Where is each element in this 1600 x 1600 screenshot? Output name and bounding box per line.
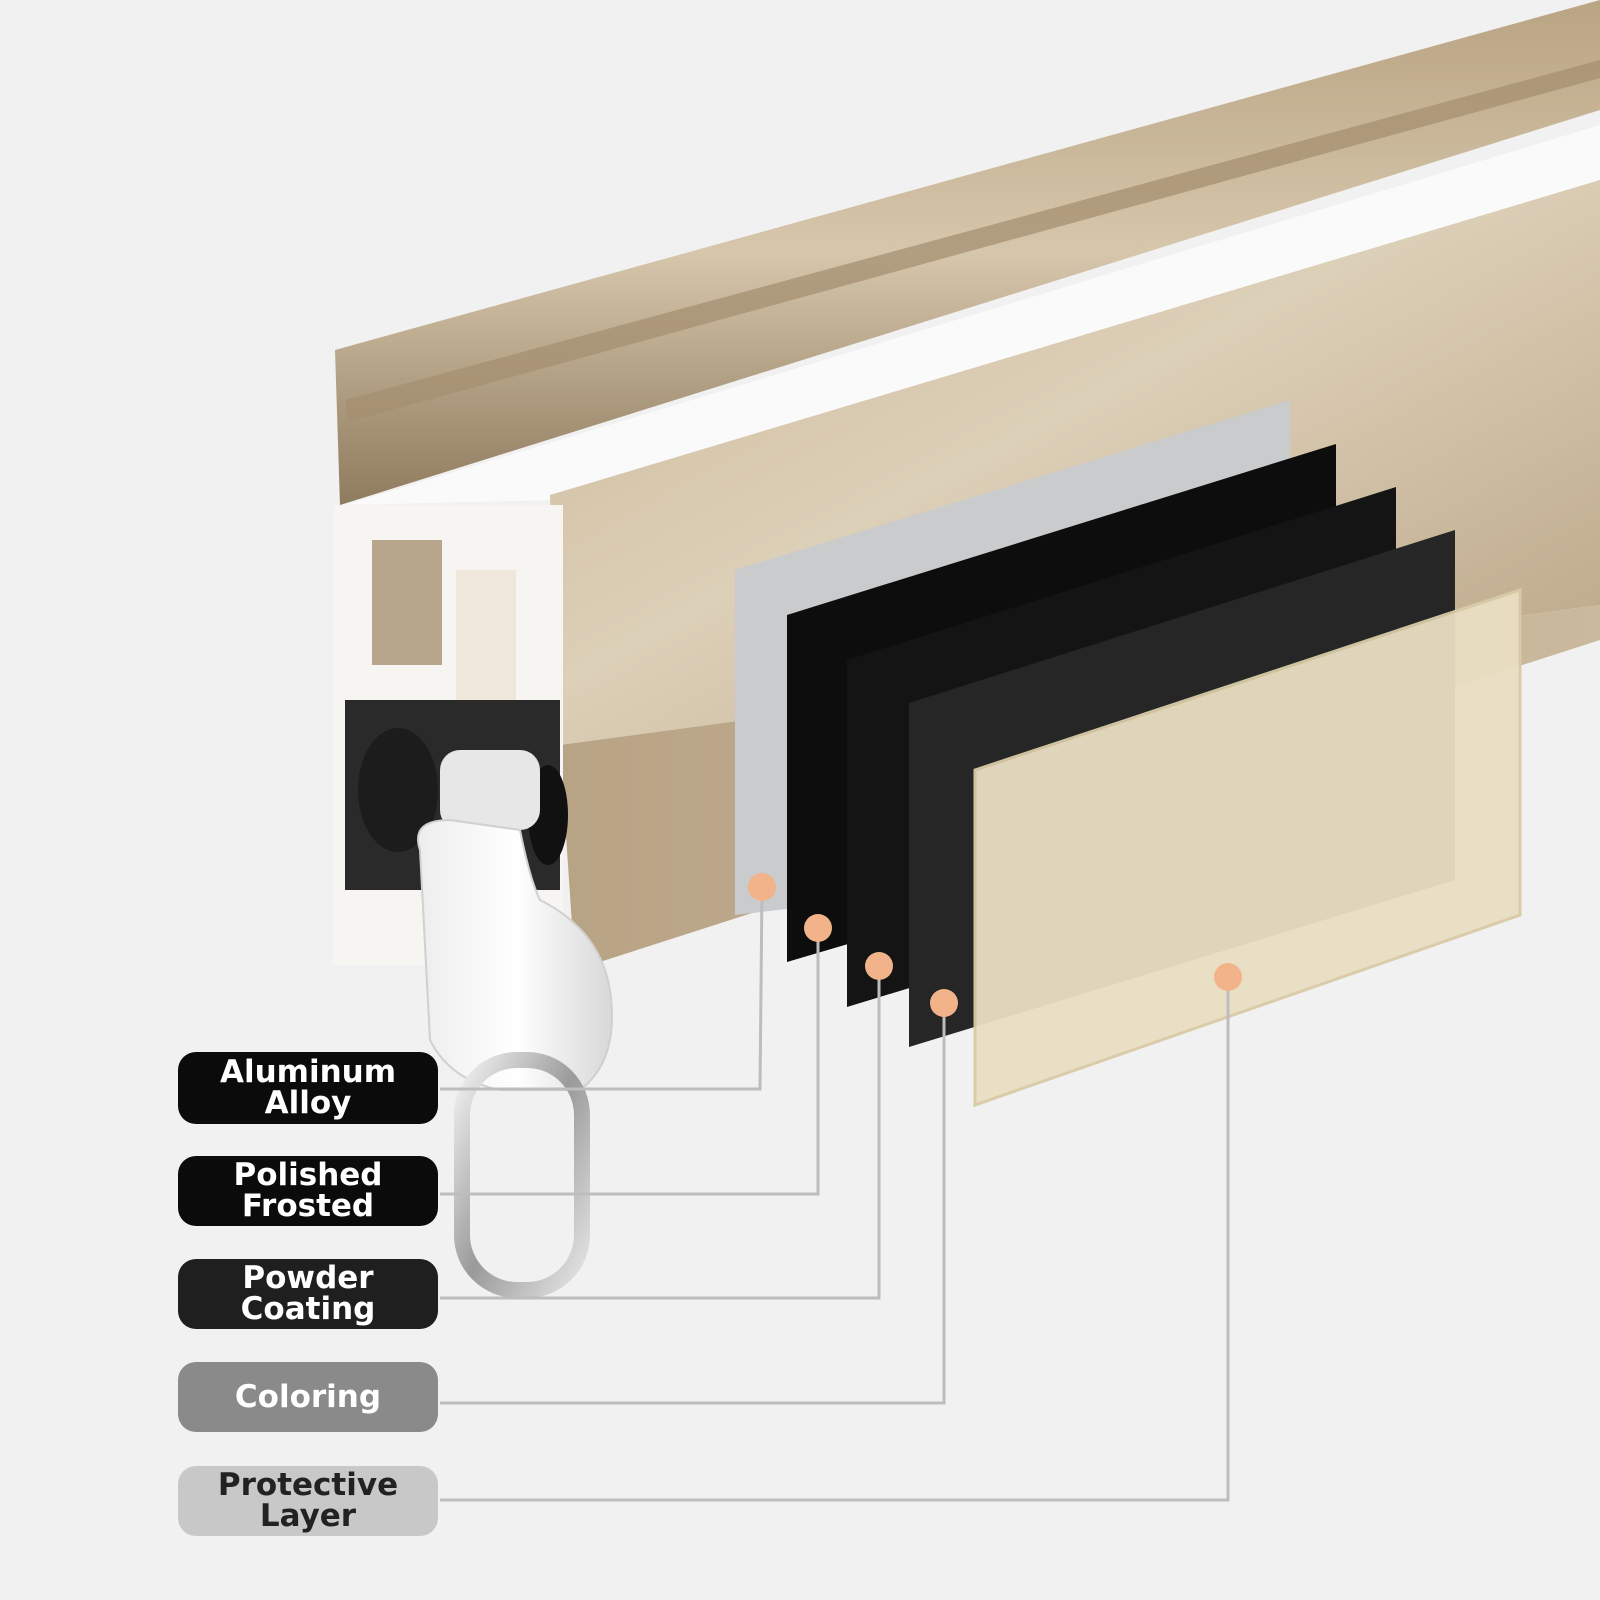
layer-sheet-5	[973, 587, 1522, 1108]
marker-dot-4	[930, 989, 958, 1017]
layer-label-line2: Layer	[259, 1498, 357, 1534]
marker-dot-2	[804, 914, 832, 942]
layer-label-line2: Frosted	[241, 1188, 375, 1224]
layer-label-line1: Protective	[217, 1467, 399, 1503]
marker-dot-5	[1214, 963, 1242, 991]
leader-line-3	[440, 966, 881, 1300]
leader-line-5	[440, 977, 1230, 1502]
leader-line-2	[440, 928, 820, 1196]
leader-line-4	[440, 1003, 946, 1405]
layer-label-line2: Alloy	[264, 1085, 352, 1121]
rail-top-groove	[345, 60, 1600, 422]
rail-cavity-right	[456, 570, 516, 720]
layer-label-4: Coloring	[178, 1362, 438, 1432]
layer-label-line2: Coating	[240, 1291, 376, 1327]
marker-dot-3	[865, 952, 893, 980]
layer-label-line1: Aluminum	[219, 1054, 397, 1090]
layer-label-line1: Coloring	[234, 1378, 382, 1415]
leader-line-1	[440, 886, 764, 1091]
roller-wheel-icon	[358, 728, 568, 865]
rail-cavity-left	[372, 540, 442, 665]
marker-dot-1	[748, 873, 776, 901]
rail-top-strip	[335, 0, 1600, 505]
layer-sheets	[735, 400, 1522, 1108]
leader-lines	[440, 873, 1242, 1502]
layer-label-line1: Polished	[233, 1157, 383, 1193]
curtain-hook-icon	[417, 818, 613, 1298]
layer-label-line1: Powder	[242, 1260, 374, 1296]
rail-white-strip	[345, 125, 1600, 505]
